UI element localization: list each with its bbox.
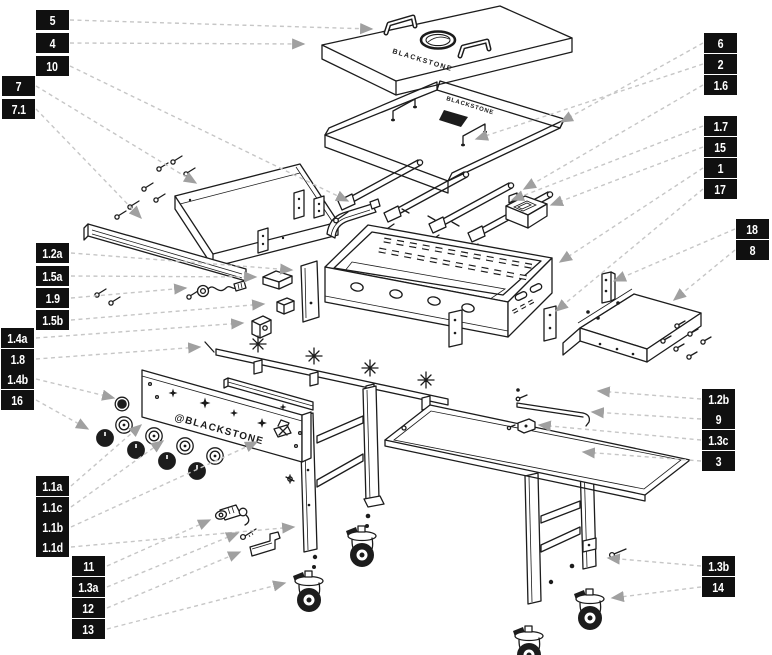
part-label-1.7: 1.7 [704, 116, 737, 136]
griddle-bracket [391, 98, 417, 122]
part-label-1.1a: 1.1a [36, 476, 69, 496]
regulator-part [214, 504, 250, 526]
part-label-6: 6 [704, 33, 737, 53]
part-label-1.3c: 1.3c [702, 430, 735, 450]
manifold-assembly [204, 335, 449, 411]
part-label-1.2b: 1.2b [702, 389, 735, 409]
grease-chute [326, 198, 381, 239]
part-label-1.3a: 1.3a [72, 577, 105, 597]
part-label-1.4b: 1.4b [1, 369, 34, 389]
part-label-1.5a: 1.5a [36, 266, 69, 286]
wing-bolt [285, 474, 295, 484]
heat-deflector-bar [223, 377, 314, 411]
hardware-screws [660, 320, 712, 360]
lid-logo-emblem [419, 30, 457, 50]
shelf-bracket [506, 418, 536, 434]
bolt-part [239, 528, 257, 541]
part-label-7.1: 7.1 [2, 99, 35, 119]
part-label-18: 18 [736, 219, 769, 239]
part-label-5: 5 [36, 10, 69, 30]
leg-bracket [448, 309, 463, 348]
part-label-8: 8 [736, 240, 769, 260]
part-label-14: 14 [702, 577, 735, 597]
part-label-4: 4 [36, 33, 69, 53]
part-label-15: 15 [704, 137, 737, 157]
support-rod [515, 388, 591, 427]
part-label-3: 3 [702, 451, 735, 471]
heat-plate-part [262, 270, 293, 290]
part-label-9: 9 [702, 409, 735, 429]
part-label-16: 16 [1, 390, 34, 410]
right-side-shelf [562, 288, 702, 363]
part-label-1: 1 [704, 158, 737, 178]
leg-bracket [543, 305, 557, 342]
leader-lines [35, 19, 736, 630]
casters [292, 525, 605, 655]
part-label-1.2a: 1.2a [36, 243, 69, 263]
igniter-with-wire [196, 280, 247, 298]
igniter-button [114, 396, 130, 412]
part-label-10: 10 [36, 56, 69, 76]
sparkle-icon [168, 388, 287, 428]
part-label-1.5b: 1.5b [36, 310, 69, 330]
lid: BLACKSTONE [321, 5, 573, 96]
lid-handle-icon [383, 14, 418, 36]
part-label-12: 12 [72, 598, 105, 618]
part-label-1.1c: 1.1c [36, 497, 69, 517]
part-label-1.6: 1.6 [704, 75, 737, 95]
part-label-17: 17 [704, 179, 737, 199]
part-label-1.1b: 1.1b [36, 517, 69, 537]
mounting-brackets [257, 189, 325, 254]
part-label-11: 11 [72, 556, 105, 576]
igniter-module-part [251, 315, 272, 339]
main-body [324, 224, 557, 348]
part-label-1.9: 1.9 [36, 288, 69, 308]
lid-handle-icon [457, 38, 492, 59]
clip-part [276, 297, 295, 315]
burner-tubes [333, 159, 554, 256]
part-label-1.4a: 1.4a [1, 328, 34, 348]
part-label-7: 7 [2, 76, 35, 96]
part-label-1.8: 1.8 [1, 349, 34, 369]
panel-igniter-module [273, 419, 292, 438]
part-label-1.1d: 1.1d [36, 537, 69, 557]
control-panel: @BLACKSTONE [141, 369, 312, 463]
side-panel-part [300, 260, 320, 323]
left-leg-assembly [285, 385, 385, 569]
part-label-1.3b: 1.3b [702, 556, 735, 576]
grease-cup [505, 192, 548, 229]
burner-screws [401, 208, 460, 227]
part-label-13: 13 [72, 619, 105, 639]
part-label-2: 2 [704, 54, 737, 74]
elbow-tube-part [249, 531, 281, 557]
